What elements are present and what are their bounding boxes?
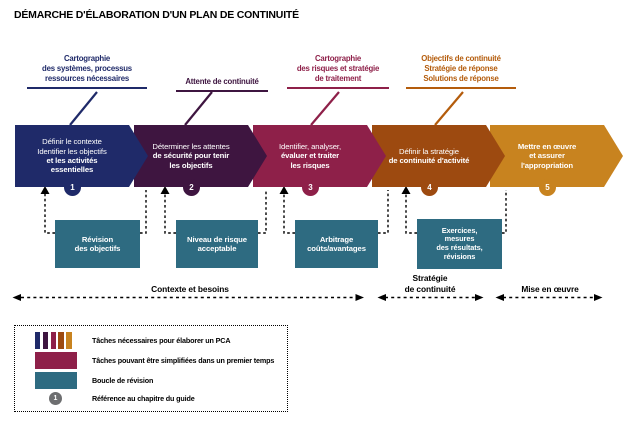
step-3-text-regular: Identifier, analyser, (278, 141, 341, 151)
loop-3-feed-line (378, 190, 389, 234)
legend-striped-swatch (35, 332, 77, 350)
step-2-number-badge: 2 (183, 179, 200, 196)
callout-cartographie-systemes: Cartographie des systèmes, processus res… (27, 54, 147, 89)
loop-2-feed-line (258, 190, 267, 234)
step-4-text-regular: Définir la stratégie (399, 146, 459, 156)
step-2-text: Déterminer les attentes de sécurité pour… (134, 125, 248, 187)
legend-label: Tâches nécessaires pour élaborer un PCA (92, 336, 231, 346)
step-4-number-badge: 4 (421, 179, 438, 196)
step-2-chevron: Déterminer les attentes de sécurité pour… (134, 125, 267, 187)
phase-2-left-arrowhead (377, 294, 386, 301)
step-3-chevron: Identifier, analyser, évaluer et traiter… (253, 125, 386, 187)
phase-1-right-arrowhead (355, 294, 364, 301)
callout-cartographie-risques: Cartographie des risques et stratégie de… (287, 54, 389, 89)
legend-row-taches-simplifiees: Tâches pouvant être simplifiées dans un … (23, 352, 279, 370)
step-5-text-bold: Mettre en œuvre et assurer l'appropriati… (517, 141, 577, 170)
chapter-number-badge-icon: 1 (49, 391, 62, 405)
legend-label: Tâches pouvant être simplifiées dans un … (92, 356, 275, 366)
step-5-chevron: Mettre en œuvre et assurer l'appropriati… (490, 125, 623, 187)
loop-1-feed-line (140, 190, 147, 234)
phase-label-mise-en-oeuvre: Mise en œuvre (521, 284, 579, 294)
legend-row-reference-chapitre: 1 Référence au chapitre du guide (23, 391, 279, 405)
step-1-text-regular: Définir le contexte Identifier les objec… (37, 137, 107, 156)
phase-2-right-arrowhead (475, 294, 484, 301)
step-4-text: Définir la stratégie de continuité d'act… (372, 125, 486, 187)
step-3-number-badge: 3 (302, 179, 319, 196)
callout-2-connector-line (184, 91, 213, 126)
step-4-text-bold: de continuité d'activité (388, 156, 470, 165)
stripe-purple (42, 332, 49, 350)
legend-crimson-swatch (35, 352, 77, 370)
callout-3-connector-line (310, 91, 340, 126)
stripe-rust (58, 332, 64, 350)
step-1-number-badge: 1 (64, 179, 81, 196)
loop-2-up-arrowhead (160, 186, 170, 194)
revision-box-exercices: Exercices, mesures des résultats, révisi… (417, 219, 502, 269)
step-2-text-regular: Déterminer les attentes (152, 141, 230, 151)
loop-1-return-line (44, 191, 55, 234)
step-5-number-badge: 5 (539, 179, 556, 196)
stripe-navy (35, 332, 41, 350)
legend-number-badge-cell: 1 (35, 391, 77, 405)
phase-label-contexte: Contexte et besoins (151, 284, 229, 294)
stripe-crimson (50, 332, 56, 350)
phase-3-right-arrowhead (594, 294, 603, 301)
phase-label-strategie: Stratégie de continuité (404, 273, 456, 294)
page-title: DÉMARCHE D'ÉLABORATION D'UN PLAN DE CONT… (14, 9, 299, 21)
step-3-text: Identifier, analyser, évaluer et traiter… (253, 125, 367, 187)
revision-box-objectifs: Révision des objectifs (55, 220, 140, 268)
step-3-text-bold: évaluer et traiter les risques (280, 151, 340, 170)
callout-objectifs-continuite: Objectifs de continuité Stratégie de rép… (406, 54, 516, 89)
stripe-gold (66, 332, 72, 350)
loop-4-up-arrowhead (401, 186, 411, 194)
loop-3-return-line (283, 191, 295, 234)
step-4-chevron: Définir la stratégie de continuité d'act… (372, 125, 505, 187)
loop-3-up-arrowhead (279, 186, 289, 194)
revision-box-arbitrage: Arbitrage coûts/avantages (295, 220, 378, 268)
crimson-swatch-icon (35, 352, 77, 370)
step-1-chevron: Définir le contexte Identifier les objec… (15, 125, 148, 187)
step-2-text-bold: de sécurité pour tenir les objectifs (152, 151, 230, 170)
callout-attente-continuite: Attente de continuité (176, 77, 268, 92)
legend-box: Tâches nécessaires pour élaborer un PCA … (14, 325, 288, 412)
revision-box-niveau-risque: Niveau de risque acceptable (176, 220, 258, 268)
legend-label: Boucle de révision (92, 375, 154, 385)
legend-teal-swatch (35, 371, 77, 389)
callout-4-connector-line (434, 91, 464, 126)
loop-1-up-arrowhead (40, 186, 50, 194)
phase-1-left-arrowhead (12, 294, 21, 301)
loop-4-return-line (405, 191, 417, 234)
step-1-text: Définir le contexte Identifier les objec… (15, 125, 129, 187)
legend-row-boucle-revision: Boucle de révision (23, 371, 279, 389)
teal-swatch-icon (35, 371, 77, 389)
phase-3-left-arrowhead (495, 294, 504, 301)
step-5-text: Mettre en œuvre et assurer l'appropriati… (490, 125, 604, 187)
loop-4-feed-line (502, 190, 507, 234)
legend-label: Référence au chapitre du guide (92, 393, 195, 403)
step-1-text-bold: et les activités essentielles (46, 156, 98, 175)
loop-2-return-line (164, 191, 176, 234)
callout-1-connector-line (69, 91, 98, 126)
striped-swatch-icon (35, 332, 72, 350)
legend-row-taches-pca: Tâches nécessaires pour élaborer un PCA (23, 332, 279, 350)
